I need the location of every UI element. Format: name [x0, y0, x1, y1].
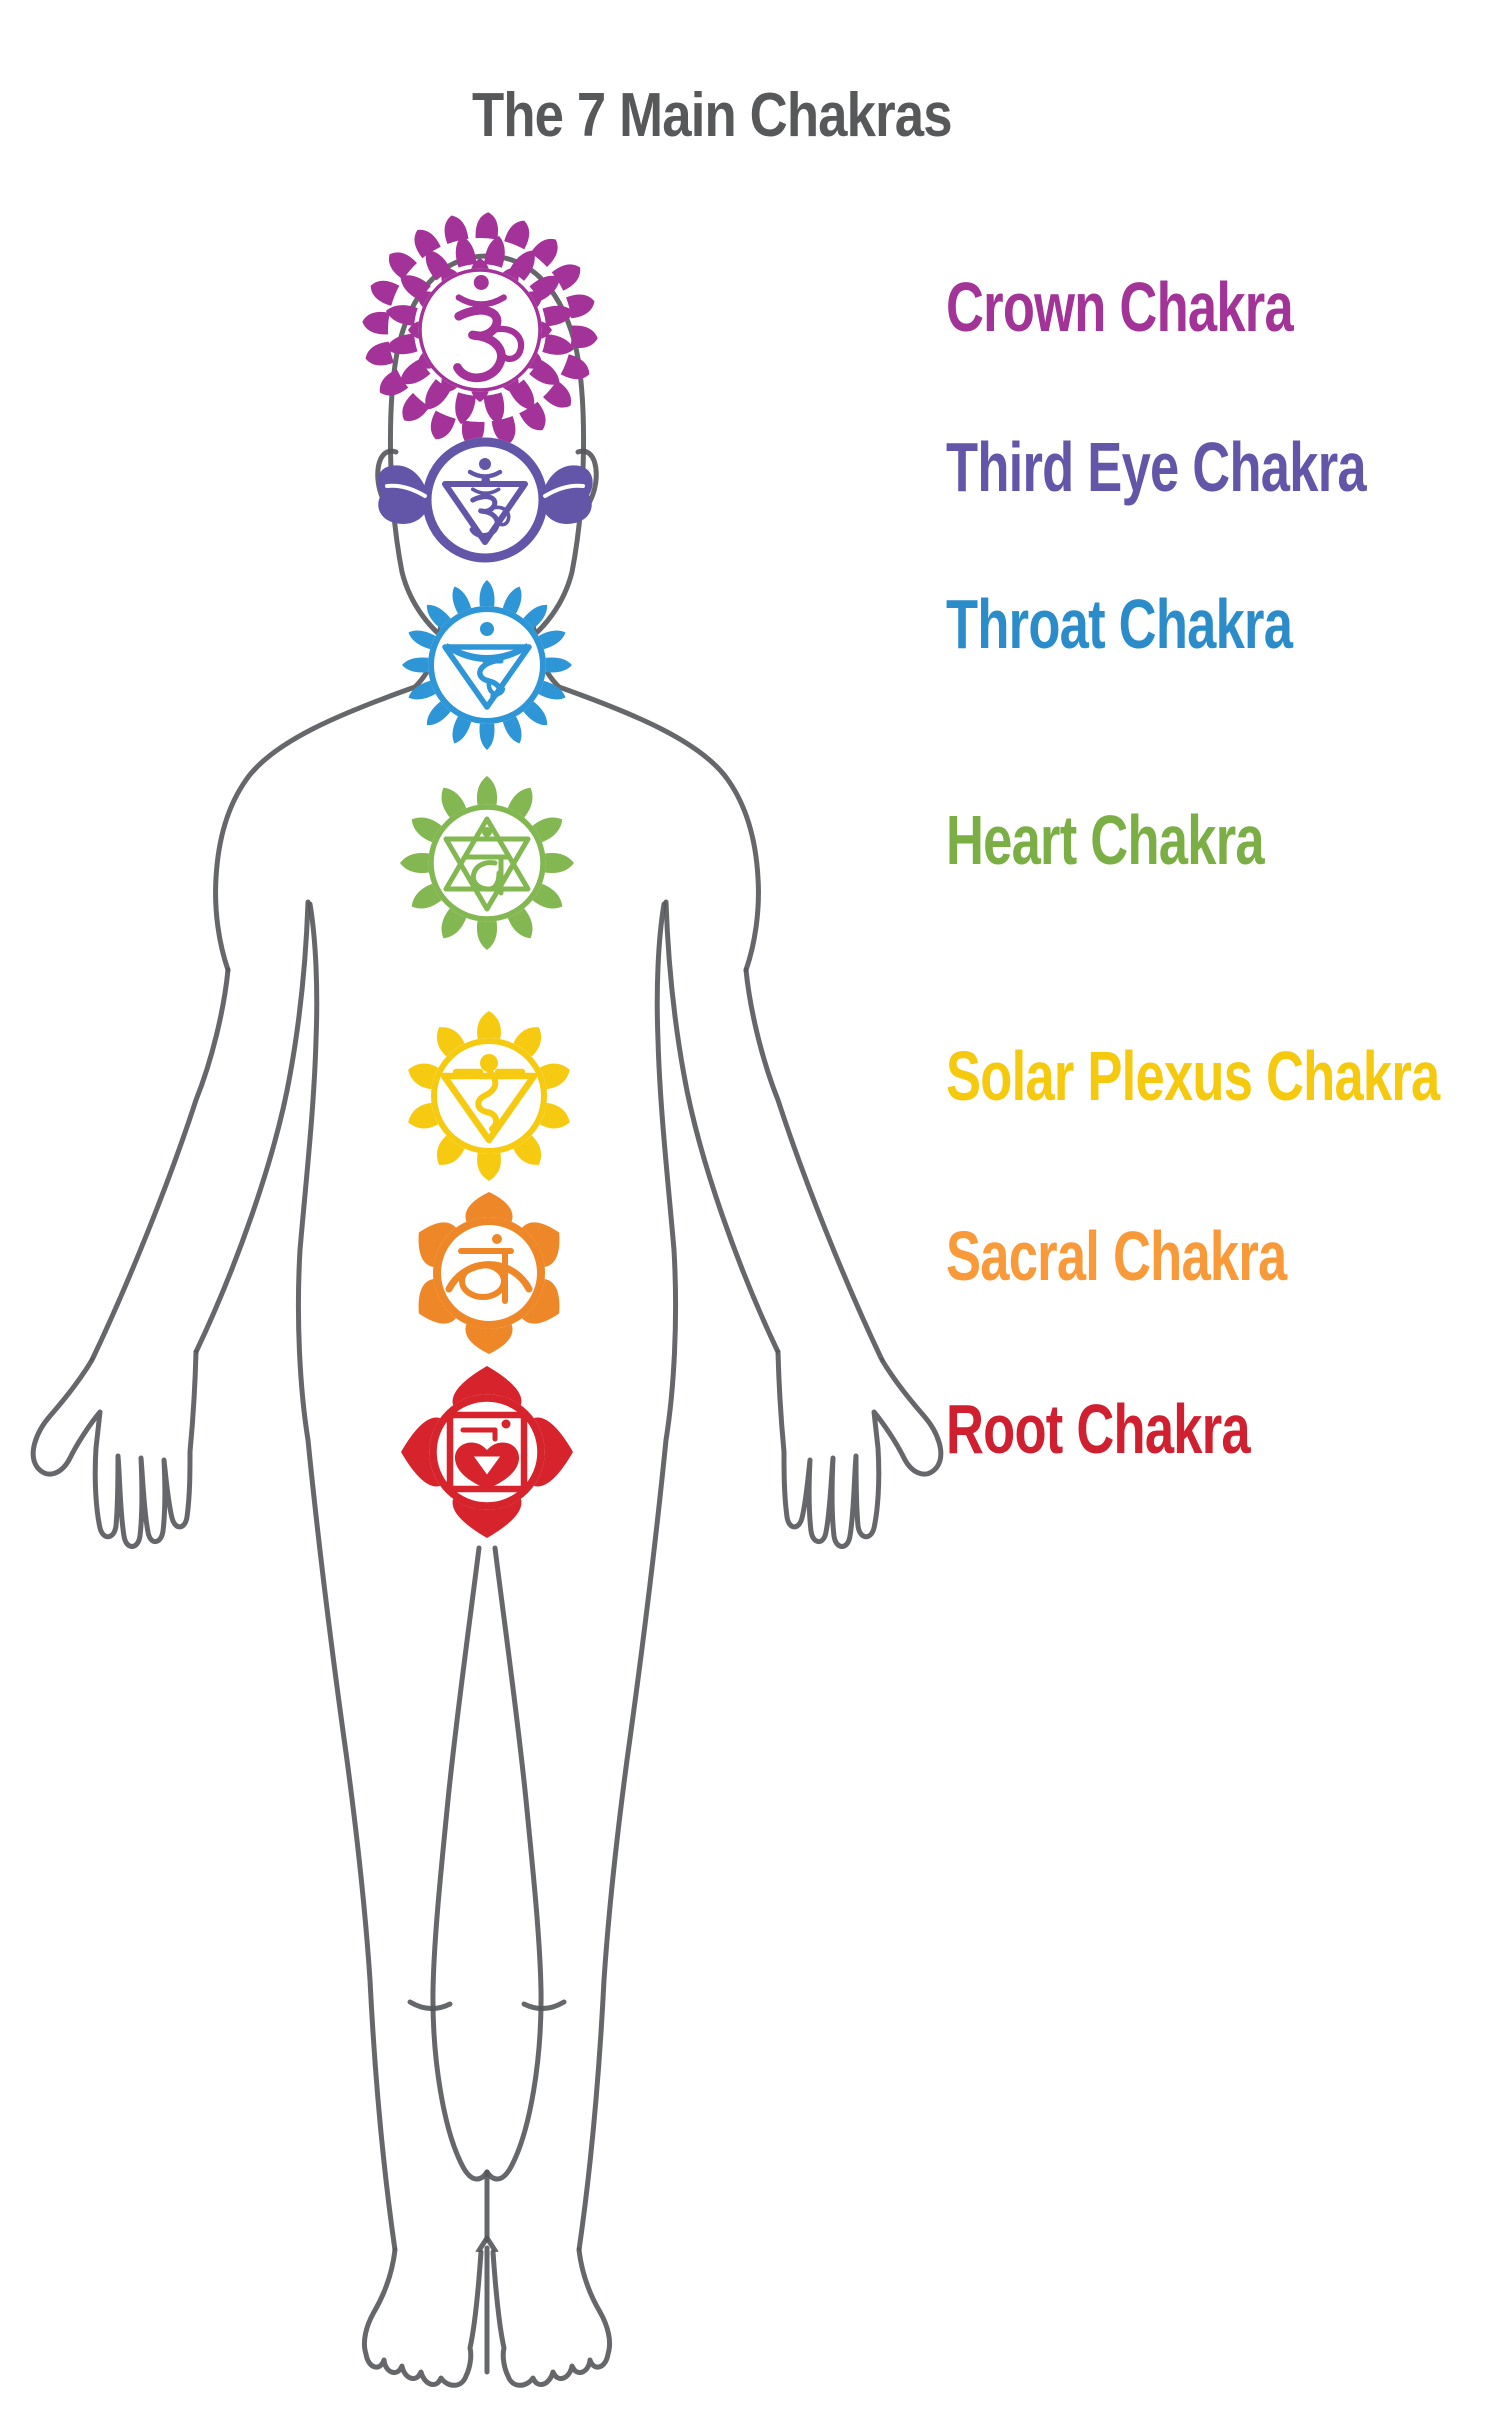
right-torso-leg-outer	[576, 901, 679, 2253]
left-knee-crease	[407, 1999, 453, 2011]
left-leg-inner	[430, 1545, 490, 2182]
right-foot	[490, 2247, 613, 2388]
left-hand	[30, 1349, 199, 1549]
left-arm-inner	[193, 899, 311, 1355]
left-arm-outer	[89, 967, 231, 1363]
label-root-chakra: Root Chakra	[946, 1390, 1251, 1468]
right-hand	[775, 1349, 944, 1549]
label-crown-chakra: Crown Chakra	[946, 268, 1294, 346]
left-shoulder-line	[213, 615, 444, 973]
right-arm-outer	[743, 967, 885, 1363]
left-foot	[361, 2247, 484, 2388]
label-sacral-chakra: Sacral Chakra	[946, 1217, 1287, 1295]
page-title: The 7 Main Chakras	[472, 81, 953, 150]
feet-divider-arrow	[475, 2235, 499, 2255]
chakra-symbol-heart	[400, 776, 574, 950]
chakra-symbol-third-eye	[377, 437, 593, 563]
chakra-symbol-sacral	[418, 1192, 560, 1354]
chakra-symbol-crown	[362, 212, 598, 448]
right-shoulder-line	[530, 615, 761, 973]
left-torso-leg-outer	[295, 901, 398, 2253]
label-throat-chakra: Throat Chakra	[946, 585, 1293, 663]
right-arm-inner	[663, 899, 781, 1355]
chakra-symbols	[362, 212, 598, 1538]
chakra-symbol-solar-plexus	[408, 1011, 570, 1181]
label-heart-chakra: Heart Chakra	[946, 801, 1265, 879]
right-leg-inner	[484, 1545, 544, 2182]
right-knee-crease	[521, 1999, 567, 2011]
label-solar-plexus-chakra: Solar Plexus Chakra	[946, 1037, 1440, 1115]
label-third-eye-chakra: Third Eye Chakra	[946, 428, 1367, 506]
body-outline	[30, 253, 944, 2388]
chakra-symbol-throat	[402, 580, 572, 750]
chakra-symbol-root	[401, 1366, 573, 1538]
